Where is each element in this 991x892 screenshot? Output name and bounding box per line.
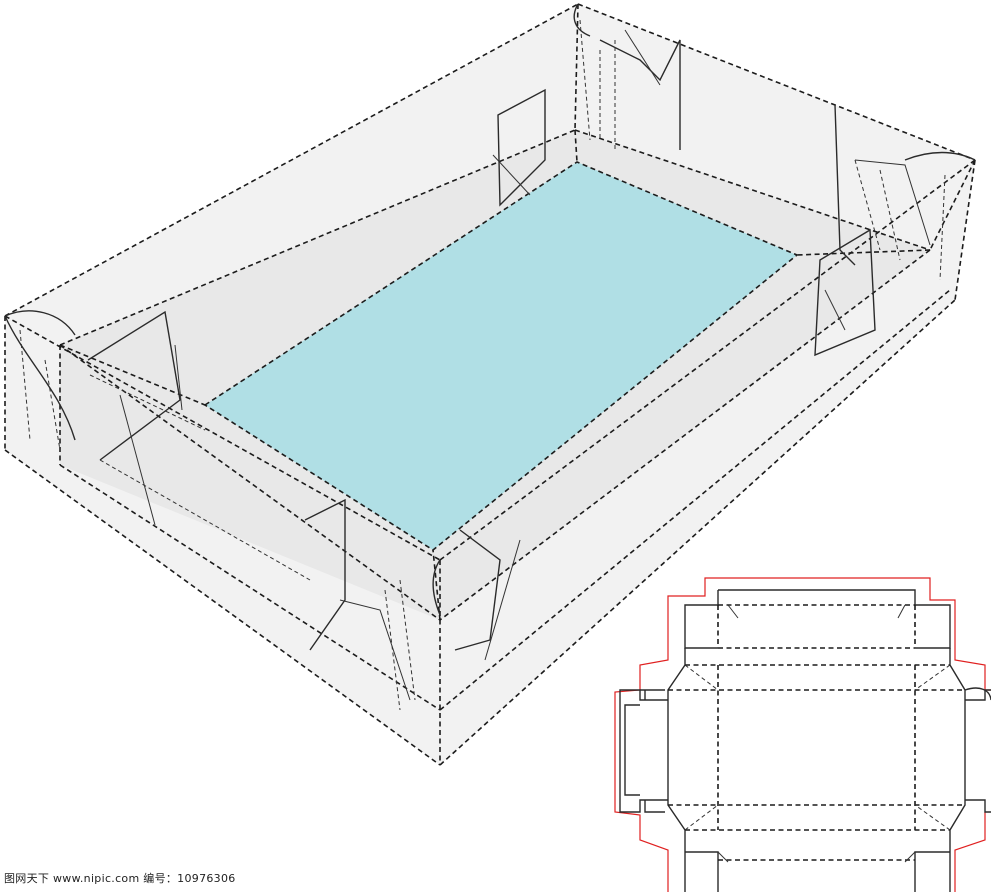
rim-back-left [4,3,579,317]
rim-front-left [4,315,441,561]
tray-box-3d [4,3,976,766]
rim-back-right [577,3,976,161]
inner-flaps [87,29,931,701]
rim-front-right [439,159,976,561]
box-floor [205,162,797,550]
corner-curl-right [904,151,976,161]
corner-curl-top [573,3,591,37]
base-left [4,449,441,766]
template-panels [619,589,991,892]
base-right [439,299,956,766]
interior-guides [19,19,946,711]
die-cut-template [614,577,991,892]
corner-curl-left [4,310,76,336]
die-cut-red-outline [614,577,991,892]
corner-curl-front [432,559,441,616]
floor-crease [203,161,799,551]
watermark-text: 图网天下 www.nipic.com 编号：10976306 [4,872,236,885]
